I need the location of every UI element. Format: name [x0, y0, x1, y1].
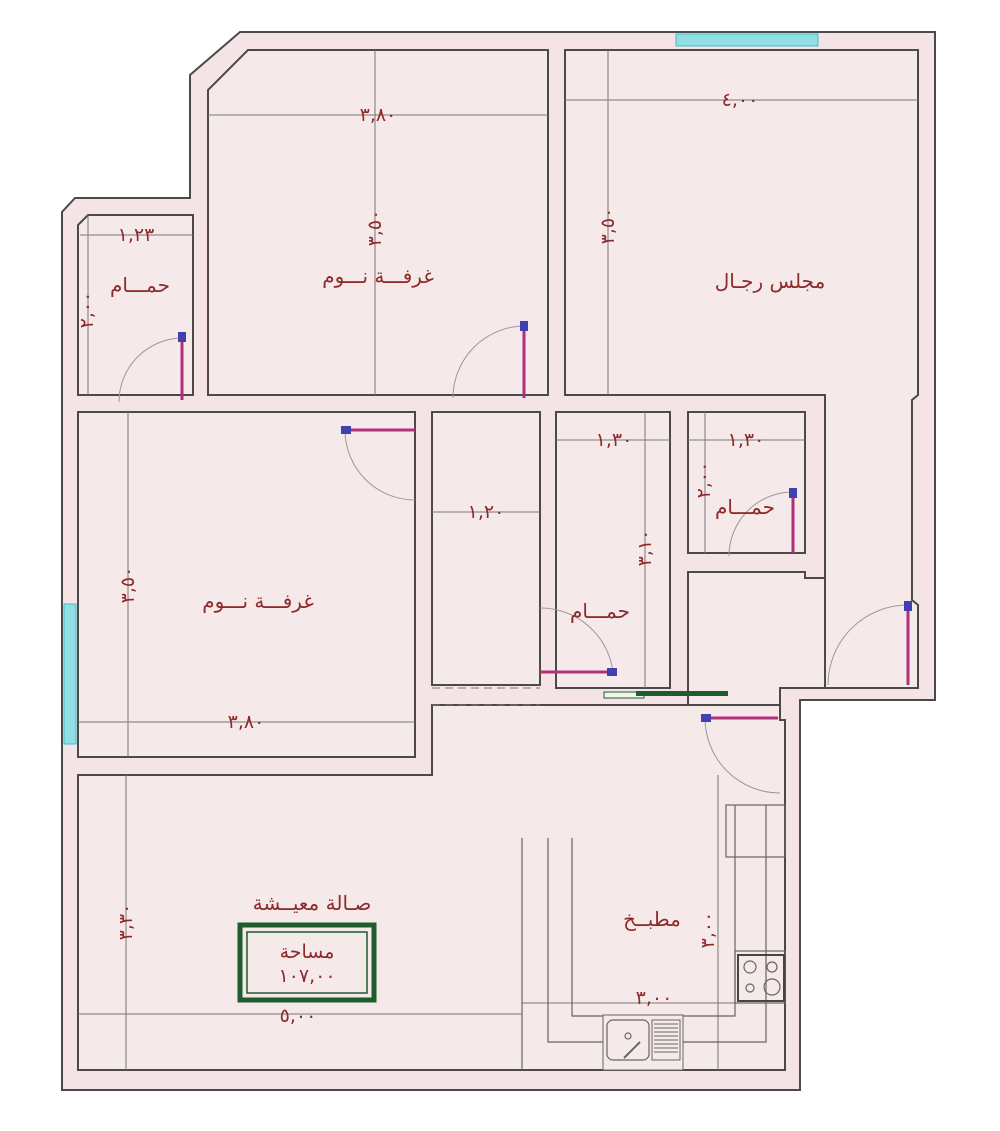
room-bedroom-left	[77, 411, 416, 758]
dim-bedroom-left-width: ٣,٨٠	[228, 711, 265, 733]
dim-bedroom-left-length: ٣,٥٠	[117, 567, 139, 604]
room-living	[77, 704, 786, 1071]
window-top	[675, 33, 819, 47]
room-majlis	[564, 49, 919, 689]
area-label: مساحة	[280, 941, 335, 963]
dim-bath-right-length: ٢,٠٠	[693, 462, 715, 499]
room-bedroom-top	[207, 49, 549, 396]
dim-living-length: ٣,٣٠	[115, 904, 137, 941]
sink-icon	[606, 1019, 681, 1061]
label-bedroom-top: غرفـــة نـــوم	[322, 264, 434, 288]
stove-icon	[737, 954, 785, 1002]
label-bath-left: حمـــام	[110, 273, 170, 297]
dim-living-width: ٥,٠٠	[280, 1005, 317, 1027]
dim-majlis-length: ٣,٥٠	[597, 208, 619, 245]
room-hall	[687, 571, 826, 706]
label-bath-mid: حمـــام	[570, 599, 630, 623]
dim-kitchen-width: ٣,٠٠	[636, 987, 673, 1009]
label-living: صـالة معيــشة	[253, 891, 372, 915]
window-left	[63, 603, 77, 745]
dim-bath-right-width: ١,٣٠	[728, 429, 765, 451]
area-value: ١٠٧,٠٠	[278, 965, 335, 987]
room-bath-right	[687, 411, 806, 554]
dim-kitchen-length: ٣,٠٠	[697, 912, 719, 949]
dim-bedroom-top-length: ٣,٥٠	[364, 210, 386, 247]
dim-bath-mid-length: ٣,١٠	[634, 530, 656, 567]
label-bath-right: حمـــام	[715, 495, 775, 519]
kitchen-counters	[521, 804, 786, 1071]
label-majlis: مجلس رجـال	[715, 269, 826, 293]
dim-bath-mid-width: ١,٣٠	[596, 429, 633, 451]
dim-bath-left-width: ١,٢٣	[118, 224, 155, 246]
dim-corridor-width: ١,٢٠	[468, 501, 505, 523]
doors	[118, 321, 912, 794]
room-bath-mid	[555, 411, 671, 689]
area-box: مساحة ١٠٧,٠٠	[237, 922, 377, 1003]
dimension-lines	[78, 50, 918, 1070]
room-corridor	[431, 411, 541, 686]
dim-bath-left-length: ٢,٠٠	[76, 292, 98, 329]
room-bath-left	[77, 214, 194, 396]
dim-majlis-width: ٤,٠٠	[722, 89, 759, 111]
dim-bedroom-top-width: ٣,٨٠	[360, 104, 397, 126]
label-bedroom-left: غرفـــة نـــوم	[202, 589, 314, 613]
dimension-labels: ٣,٨٠ ٣,٥٠ ٤,٠٠ ٣,٥٠ ١,٢٣ ٢,٠٠ ١,٣٠ ٣,١٠ …	[76, 89, 764, 1027]
label-kitchen: مطبــخ	[623, 907, 681, 931]
